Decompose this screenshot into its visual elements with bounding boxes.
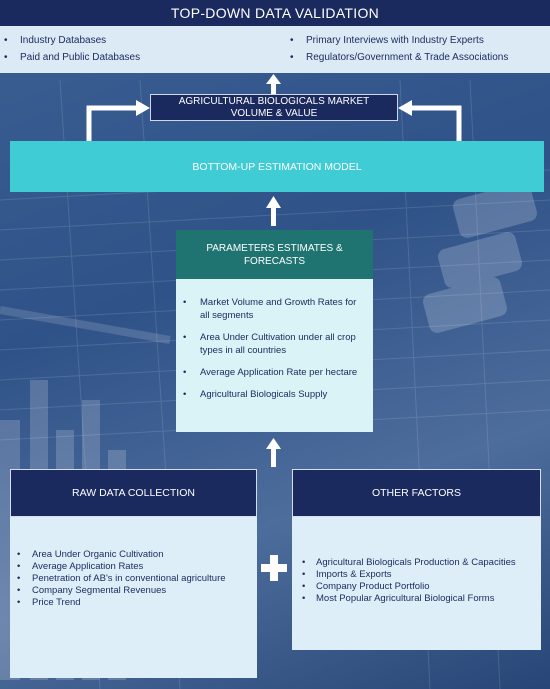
list-item: Penetration of AB's in conventional agri… bbox=[10, 573, 226, 585]
other-factors-title: OTHER FACTORS bbox=[371, 487, 462, 499]
other-factors-header: OTHER FACTORS bbox=[292, 469, 541, 517]
market-volume-value-box: AGRICULTURAL BIOLOGICALS MARKET VOLUME &… bbox=[150, 94, 398, 121]
parameters-list-panel: Market Volume and Growth Rates for all s… bbox=[176, 279, 373, 432]
list-item: Agricultural Biologicals Supply bbox=[176, 388, 373, 401]
raw-data-header: RAW DATA COLLECTION bbox=[10, 469, 257, 517]
list-item: Market Volume and Growth Rates for all s… bbox=[176, 296, 373, 322]
header-title: TOP-DOWN DATA VALIDATION bbox=[170, 5, 380, 21]
list-item: Primary Interviews with Industry Experts bbox=[286, 32, 508, 49]
parameters-list: Market Volume and Growth Rates for all s… bbox=[176, 296, 373, 410]
raw-data-list-panel: Area Under Organic Cultivation Average A… bbox=[10, 517, 257, 678]
validation-sources-panel: Industry Databases Paid and Public Datab… bbox=[0, 26, 550, 73]
other-factors-list-panel: Agricultural Biologicals Production & Ca… bbox=[292, 517, 541, 650]
list-item: Company Product Portfolio bbox=[292, 581, 524, 593]
list-item: Agricultural Biologicals Production & Ca… bbox=[292, 557, 524, 569]
list-item: Most Popular Agricultural Biological For… bbox=[292, 593, 524, 605]
market-label: AGRICULTURAL BIOLOGICALS MARKET VOLUME &… bbox=[178, 95, 370, 119]
list-item: Company Segmental Revenues bbox=[10, 585, 226, 597]
sources-right-list: Primary Interviews with Industry Experts… bbox=[286, 32, 508, 66]
bottom-up-label: BOTTOM-UP ESTIMATION MODEL bbox=[192, 160, 362, 173]
list-item: Average Application Rate per hectare bbox=[176, 366, 373, 379]
parameters-title: PARAMETERS ESTIMATES & FORECASTS bbox=[206, 242, 343, 267]
parameters-header: PARAMETERS ESTIMATES & FORECASTS bbox=[176, 230, 373, 279]
raw-data-title: RAW DATA COLLECTION bbox=[72, 487, 195, 499]
list-item: Area Under Cultivation under all crop ty… bbox=[176, 331, 373, 357]
list-item: Regulators/Government & Trade Associatio… bbox=[286, 49, 508, 66]
list-item: Imports & Exports bbox=[292, 569, 524, 581]
bottom-up-model-box: BOTTOM-UP ESTIMATION MODEL bbox=[10, 141, 544, 192]
list-item: Price Trend bbox=[10, 597, 226, 609]
sources-left-list: Industry Databases Paid and Public Datab… bbox=[0, 32, 140, 66]
raw-data-list: Area Under Organic Cultivation Average A… bbox=[10, 549, 226, 609]
top-down-validation-header: TOP-DOWN DATA VALIDATION bbox=[0, 0, 550, 26]
list-item: Area Under Organic Cultivation bbox=[10, 549, 226, 561]
list-item: Industry Databases bbox=[0, 32, 140, 49]
list-item: Average Application Rates bbox=[10, 561, 226, 573]
list-item: Paid and Public Databases bbox=[0, 49, 140, 66]
other-factors-list: Agricultural Biologicals Production & Ca… bbox=[292, 557, 524, 605]
plus-icon bbox=[261, 555, 287, 581]
